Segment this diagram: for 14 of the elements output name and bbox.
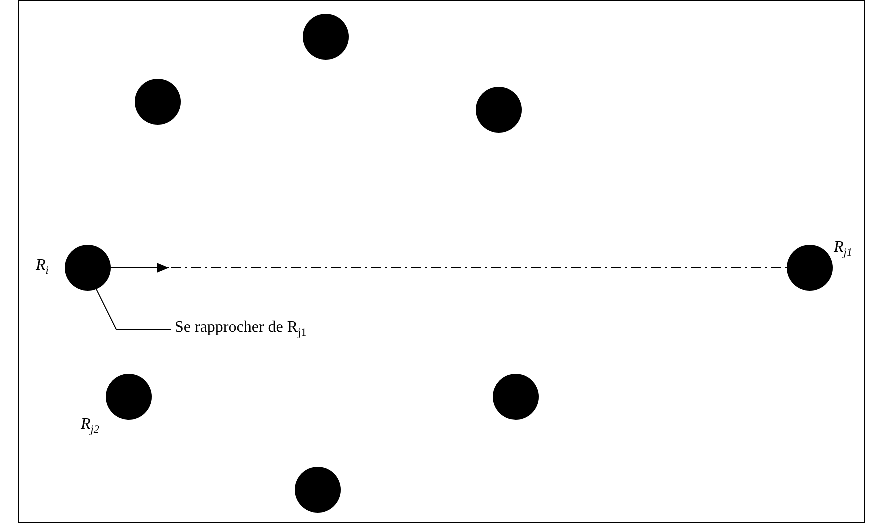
point-label: R$_{j2}$ [81,417,100,436]
filled-circle [135,79,181,125]
arrow [110,263,170,273]
filled-circle [303,14,349,60]
filled-circle [476,87,522,133]
filled-circle [493,374,539,420]
filled-circle [65,245,111,291]
leader-line [96,288,172,330]
filled-circle [787,245,833,291]
filled-circle [106,374,152,420]
filled-circle [295,467,341,513]
point-label: R$_{j1}$ [834,240,852,260]
annotation-text: Se rapprocher de R$_{j1}$ [175,320,307,340]
point-label: R$_{i}$ [36,258,49,278]
